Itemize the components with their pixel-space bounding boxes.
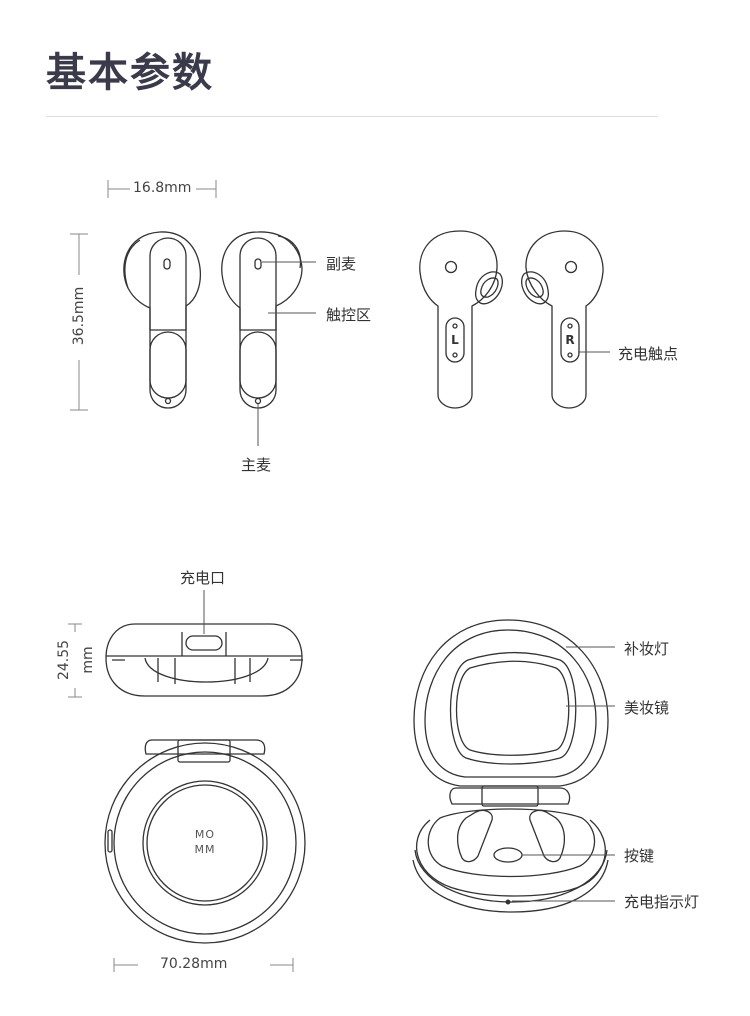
earbud-width-label: 16.8mm — [133, 180, 192, 196]
case-height-label-value: 24.55 — [56, 639, 72, 681]
right-earbud-mark: R — [565, 333, 574, 347]
callout-charging-port: 充电口 — [180, 569, 226, 587]
case-width-label: 70.28mm — [160, 956, 228, 972]
case-logo-top: MO — [195, 828, 215, 841]
earbud-front-right — [222, 232, 302, 408]
earbud-height-label: 36.5mm — [71, 286, 87, 346]
callout-charging-contacts: 充电触点 — [618, 345, 679, 363]
case-height-dimension — [68, 624, 82, 697]
callout-secondary-mic: 副麦 — [326, 255, 357, 273]
left-earbud-mark: L — [451, 333, 459, 347]
case-open-view — [413, 620, 608, 912]
earbud-height-dimension — [70, 234, 88, 410]
earbud-front-left — [124, 232, 201, 408]
callout-charge-indicator: 充电指示灯 — [624, 893, 700, 911]
case-top-view — [105, 740, 305, 943]
earbud-back-right — [522, 231, 603, 408]
callout-makeup-mirror: 美妆镜 — [624, 699, 670, 717]
case-height-label-unit: mm — [80, 646, 96, 674]
earbud-width-dimension — [108, 180, 216, 198]
earbud-back-left — [420, 231, 503, 408]
title-divider — [46, 116, 658, 117]
callout-touch-area: 触控区 — [326, 306, 372, 324]
page-title: 基本参数 — [46, 50, 214, 96]
case-width-dimension — [114, 958, 293, 972]
case-side-view — [106, 590, 303, 696]
callout-main-mic: 主麦 — [241, 456, 272, 474]
case-logo-bottom: MM — [195, 843, 216, 856]
callout-makeup-light: 补妆灯 — [624, 640, 670, 658]
callout-button: 按键 — [624, 847, 655, 865]
